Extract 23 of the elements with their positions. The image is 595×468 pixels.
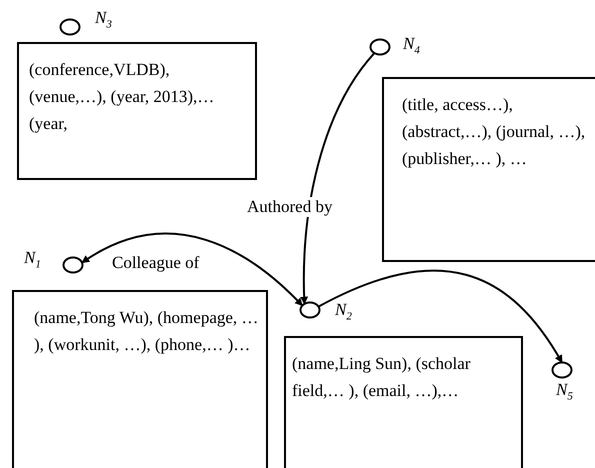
arrow — [318, 270, 563, 364]
edge-label: Colleague of — [110, 253, 202, 273]
attribute-list: (title, access…), (abstract,…), (journal, …), (publisher,… ), … — [402, 91, 592, 172]
attribute-list: (conference,VLDB), (venue,…), (year, 2013),… (year, — [29, 56, 239, 137]
node-label: N$_{1}$ — [24, 248, 41, 270]
node-circle — [300, 302, 320, 318]
attribute-list: (name,Ling Sun), (scholar field,… ), (email, …),… — [292, 350, 501, 404]
edge-label: Authored by — [245, 197, 334, 217]
node-circle — [60, 19, 80, 35]
node-circle — [63, 257, 83, 273]
record-box — [382, 77, 595, 262]
attribute-list: (name,Tong Wu), (homepage, … ), (workunit, …), (phone,… )… — [34, 304, 260, 358]
record-box — [17, 42, 257, 180]
record-box — [284, 336, 523, 468]
record-box — [12, 290, 268, 468]
node-circle — [370, 39, 390, 55]
node-label: N$_{5}$ — [556, 380, 573, 402]
arrow — [81, 232, 304, 306]
node-label: N$_{3}$ — [95, 8, 112, 30]
arrow — [300, 52, 376, 305]
node-label: N$_{4}$ — [403, 34, 420, 56]
node-label: N$_{2}$ — [335, 300, 352, 322]
node-circle — [552, 362, 572, 378]
